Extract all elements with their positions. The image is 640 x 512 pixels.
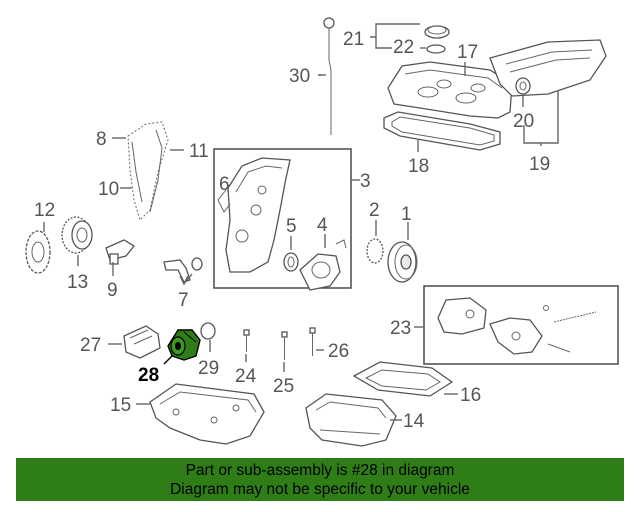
callout-2: 2 xyxy=(369,200,380,221)
callout-28: 28 xyxy=(138,365,159,386)
valve-cover-part-17 xyxy=(387,61,513,119)
callout-23: 23 xyxy=(390,318,411,339)
dipstick-part-30 xyxy=(318,17,335,135)
pipe-part-7 xyxy=(163,257,203,283)
callout-8: 8 xyxy=(96,129,107,150)
oil-filter-part-27 xyxy=(123,325,161,359)
cam-sprocket-part-12 xyxy=(25,230,51,274)
callout-3: 3 xyxy=(360,171,371,192)
callout-13: 13 xyxy=(67,272,88,293)
oil-pump-part-4 xyxy=(299,239,347,291)
baffle-plate-part-16 xyxy=(352,361,454,397)
callout-9: 9 xyxy=(107,280,118,301)
callout-30: 30 xyxy=(289,66,310,87)
lower-oil-pan-part-14 xyxy=(305,393,397,447)
bolt-part-26 xyxy=(309,327,316,356)
seal-part-20 xyxy=(515,77,531,95)
timing-cover-box-part-3 xyxy=(213,148,352,289)
balancer-box-part-23 xyxy=(423,285,619,365)
callout-7: 7 xyxy=(178,290,189,311)
callout-19: 19 xyxy=(529,154,550,175)
tensioner-part-9 xyxy=(105,239,135,265)
info-banner: Part or sub-assembly is #28 in diagram D… xyxy=(16,458,624,501)
callout-26: 26 xyxy=(328,341,349,362)
banner-line-1: Part or sub-assembly is #28 in diagram xyxy=(185,462,455,479)
callout-10: 10 xyxy=(98,179,119,200)
banner-line-2: Diagram may not be specific to your vehi… xyxy=(170,481,470,498)
crank-sprocket-part-2 xyxy=(366,238,384,264)
callout-16: 16 xyxy=(460,385,481,406)
callout-5: 5 xyxy=(286,216,297,237)
callout-24: 24 xyxy=(235,366,257,387)
bolt-part-24 xyxy=(243,329,250,352)
o-ring-part-29 xyxy=(200,322,216,340)
callout-14: 14 xyxy=(403,411,425,432)
callout-21: 21 xyxy=(343,29,364,50)
upper-oil-pan-part-15 xyxy=(149,383,265,445)
timing-chain-part-8 xyxy=(127,121,169,221)
callout-6: 6 xyxy=(219,174,230,195)
callout-17: 17 xyxy=(457,42,478,63)
bolt-part-25 xyxy=(281,331,288,360)
vtc-actuator-part-13 xyxy=(61,216,93,254)
callout-20: 20 xyxy=(513,111,534,132)
callout-29: 29 xyxy=(198,358,219,379)
seal-part-5 xyxy=(283,252,299,272)
callout-1: 1 xyxy=(401,204,412,225)
callout-4: 4 xyxy=(317,215,328,236)
callout-27: 27 xyxy=(80,335,101,356)
callout-25: 25 xyxy=(273,376,294,397)
callout-15: 15 xyxy=(110,395,131,416)
crank-pulley-part-1 xyxy=(387,241,418,283)
engine-parts-diagram: 30 21 22 17 19 20 18 xyxy=(25,17,619,447)
filter-housing-part-28 xyxy=(167,329,201,361)
callout-22: 22 xyxy=(393,37,414,58)
callout-11: 11 xyxy=(189,141,209,162)
engine-cover-part-19 xyxy=(489,39,607,97)
valve-cover-gasket-part-18 xyxy=(383,111,501,151)
oil-cap-part-21 xyxy=(424,25,450,39)
callout-12: 12 xyxy=(34,200,55,221)
cap-gasket-part-22 xyxy=(426,44,446,54)
timing-cover-part xyxy=(225,157,291,273)
callout-18: 18 xyxy=(408,156,429,177)
